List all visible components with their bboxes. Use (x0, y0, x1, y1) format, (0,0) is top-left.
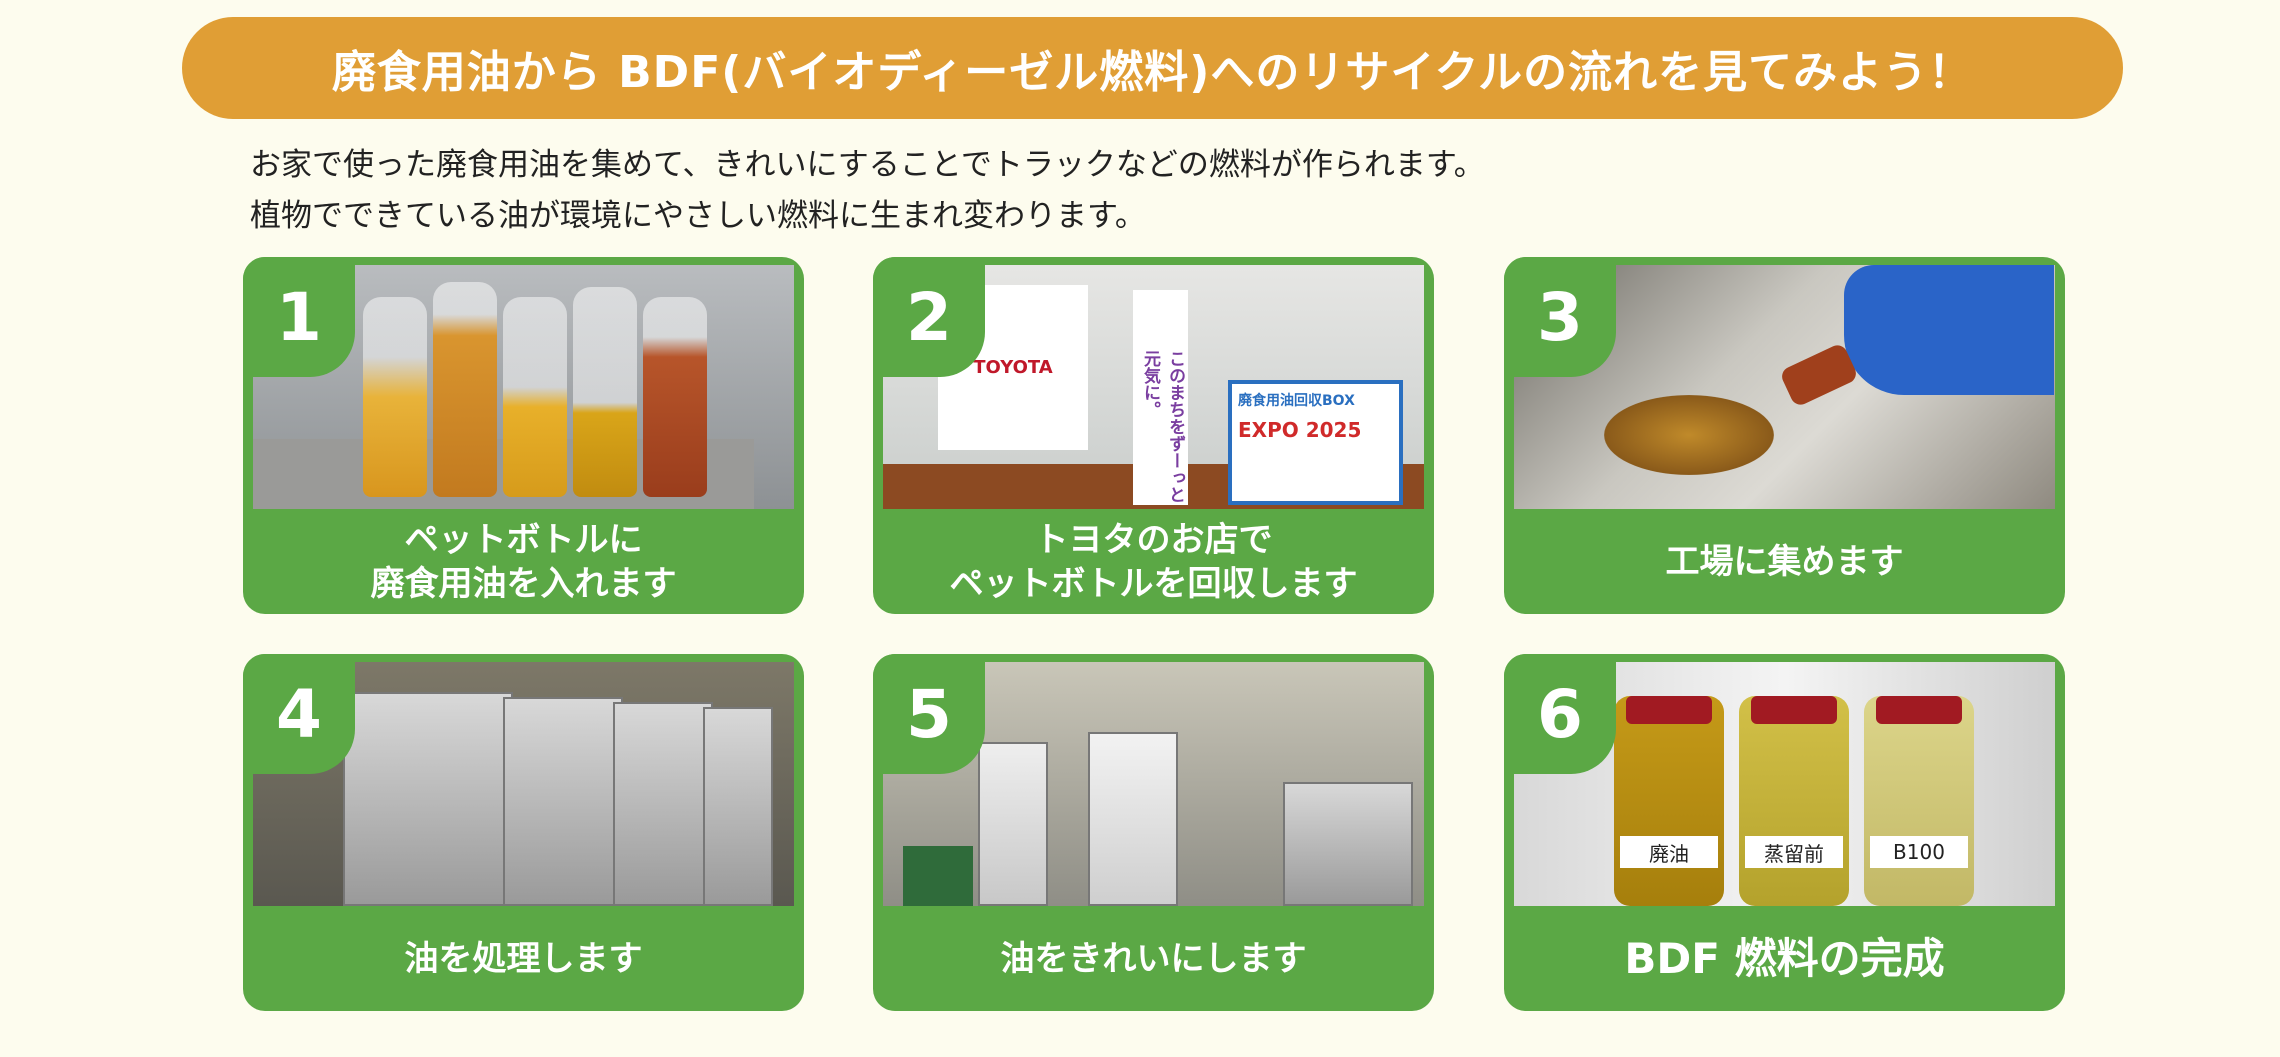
caption-line: 油を処理します (404, 938, 643, 979)
page-title: 廃食用油から BDF(バイオディーゼル燃料)へのリサイクルの流れを見てみよう！ (331, 47, 1974, 98)
step-number: 6 (1504, 654, 1616, 774)
step-caption: 油を処理します (243, 906, 804, 1011)
step-number: 1 (243, 257, 355, 377)
caption-line: 工場に集めます (1665, 541, 1904, 582)
jar: 蒸留前 (1739, 696, 1849, 906)
step-number: 3 (1504, 257, 1616, 377)
step-caption: ペットボトルに廃食用油を入れます (243, 509, 804, 614)
caption-line: BDF 燃料の完成 (1624, 933, 1945, 983)
intro-text: お家で使った廃食用油を集めて、きれいにすることでトラックなどの燃料が作られます。… (250, 140, 1485, 242)
step-card-6: 6 廃油 蒸留前 B100 BDF 燃料の完成 (1504, 654, 2065, 1011)
caption-line: 廃食用油を入れます (370, 563, 677, 604)
caption-line: 油をきれいにします (1000, 938, 1307, 979)
jar: B100 (1864, 696, 1974, 906)
banner-flag: このまちをずーっと元気に。 (1133, 290, 1188, 505)
page-title-banner: 廃食用油から BDF(バイオディーゼル燃料)へのリサイクルの流れを見てみよう！ (182, 17, 2123, 119)
step-card-5: 5 油をきれいにします (873, 654, 1434, 1011)
step-card-4: 4 油を処理します (243, 654, 804, 1011)
step-caption: トヨタのお店でペットボトルを回収します (873, 509, 1434, 614)
caption-line: ペットボトルを回収します (949, 563, 1358, 604)
intro-line-2: 植物でできている油が環境にやさしい燃料に生まれ変わります。 (250, 198, 1146, 234)
step-caption: 工場に集めます (1504, 509, 2065, 614)
jar: 廃油 (1614, 696, 1724, 906)
intro-line-1: お家で使った廃食用油を集めて、きれいにすることでトラックなどの燃料が作られます。 (250, 147, 1485, 183)
jar-label: B100 (1870, 836, 1968, 868)
step-number: 4 (243, 654, 355, 774)
step-number: 2 (873, 257, 985, 377)
caption-line: トヨタのお店で (1034, 519, 1273, 560)
photo-refining-plant (883, 662, 1424, 906)
jar-label: 廃油 (1620, 836, 1718, 868)
collection-box: 廃食用油回収BOX EXPO 2025 (1228, 380, 1403, 505)
step-caption: 油をきれいにします (873, 906, 1434, 1011)
step-number: 5 (873, 654, 985, 774)
box-label: 廃食用油回収BOX (1238, 393, 1355, 409)
expo-label: EXPO 2025 (1238, 418, 1362, 442)
caption-line: ペットボトルに (404, 519, 643, 560)
photo-oil-bottles (253, 265, 794, 509)
step-caption: BDF 燃料の完成 (1504, 906, 2065, 1011)
step-card-3: 3 工場に集めます (1504, 257, 2065, 614)
step-card-1: 1 ペットボトルに廃食用油を入れます (243, 257, 804, 614)
jar-label: 蒸留前 (1745, 836, 1843, 868)
